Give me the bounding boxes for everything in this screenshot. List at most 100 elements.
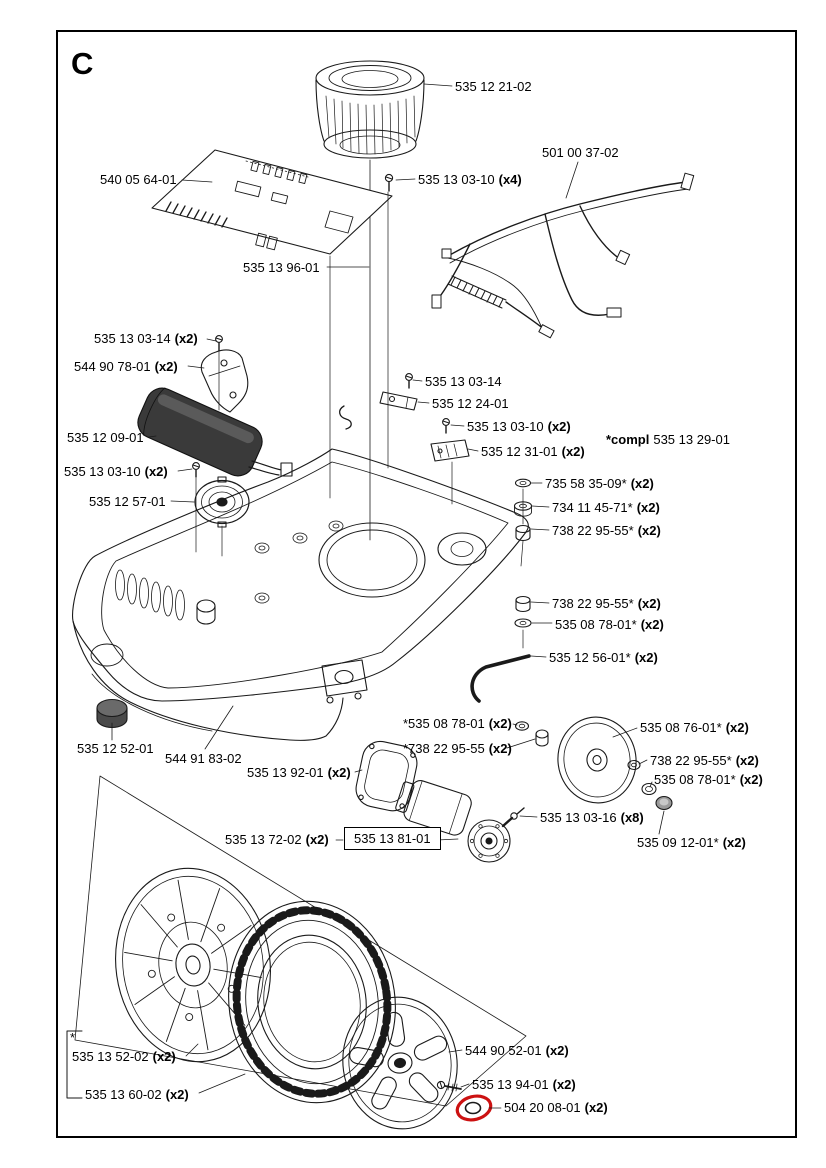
part-label: 535 08 78-01*(x2): [555, 617, 664, 632]
part-number: 535 13 29-01: [653, 432, 730, 447]
footnote-bracket: [66, 1030, 83, 1099]
drum-illustration: [315, 60, 425, 541]
part-number: 535 13 03-10: [64, 464, 141, 479]
idler-wheel-illustration: [514, 716, 673, 811]
part-label: 535 12 21-02: [455, 79, 532, 94]
part-label: 738 22 95-55*(x2): [552, 596, 661, 611]
part-number: 501 00 37-02: [542, 145, 619, 160]
part-number: 535 13 60-02: [85, 1087, 162, 1102]
part-number: 544 90 78-01: [74, 359, 151, 374]
screw-icons: [192, 173, 525, 1092]
part-label: *738 22 95-55(x2): [403, 741, 512, 756]
motor-illustration: [395, 780, 514, 863]
o-ring-illustration: [464, 1101, 482, 1115]
part-number: 544 90 52-01: [465, 1043, 542, 1058]
part-label: 535 13 96-01: [243, 260, 320, 275]
part-label: *535 08 78-01(x2): [403, 716, 512, 731]
part-number: 535 12 57-01: [89, 494, 166, 509]
part-quantity: (x2): [640, 617, 664, 632]
part-quantity: (x2): [630, 476, 654, 491]
part-quantity: (x2): [637, 596, 661, 611]
part-label: 540 05 64-01: [100, 172, 177, 187]
part-number: *535 08 78-01: [403, 716, 485, 731]
part-label: 535 13 94-01(x2): [472, 1077, 576, 1092]
part-quantity: (x2): [305, 832, 329, 847]
part-label: 738 22 95-55*(x2): [650, 753, 759, 768]
part-label: 535 13 72-02(x2): [225, 832, 329, 847]
page-border-frame: [56, 30, 797, 1138]
part-quantity: (x2): [152, 1049, 176, 1064]
part-number: 738 22 95-55*: [552, 596, 634, 611]
part-label: 535 12 31-01(x2): [481, 444, 585, 459]
part-label: 544 90 52-01(x2): [465, 1043, 569, 1058]
chassis-illustration: [71, 448, 529, 741]
part-number: 535 13 52-02: [72, 1049, 149, 1064]
part-quantity: (x2): [561, 444, 585, 459]
part-quantity: (x2): [637, 523, 661, 538]
section-letter: C: [71, 46, 94, 81]
part-number: 535 08 76-01*: [640, 720, 722, 735]
part-quantity: (x2): [636, 500, 660, 515]
part-quantity: (x2): [735, 753, 759, 768]
part-label: 535 12 56-01*(x2): [549, 650, 658, 665]
part-quantity: (x2): [144, 464, 168, 479]
part-label: 501 00 37-02: [542, 145, 619, 160]
circuit-board-illustration: [151, 149, 393, 255]
part-quantity: (x8): [620, 810, 644, 825]
part-quantity: (x2): [327, 765, 351, 780]
part-quantity: (x2): [547, 419, 571, 434]
clip-and-plate-illustration: [339, 391, 470, 462]
part-quantity: (x2): [154, 359, 178, 374]
part-number: 535 13 92-01: [247, 765, 324, 780]
part-quantity: (x2): [552, 1077, 576, 1092]
part-label: 535 13 03-14(x2): [94, 331, 198, 346]
part-label: 535 13 60-02(x2): [85, 1087, 189, 1102]
part-quantity: (x2): [634, 650, 658, 665]
part-label: 535 13 52-02(x2): [72, 1049, 176, 1064]
part-number: 738 22 95-55*: [552, 523, 634, 538]
part-label: 535 08 78-01*(x2): [654, 772, 763, 787]
part-number: 535 13 81-01: [354, 831, 431, 846]
part-quantity: (x2): [584, 1100, 608, 1115]
part-quantity: (x2): [739, 772, 763, 787]
part-label: 734 11 45-71*(x2): [552, 500, 660, 515]
bracket-illustration: [200, 349, 249, 413]
washer-stack-illustration: [513, 478, 533, 628]
part-label: 535 13 03-10(x2): [467, 419, 571, 434]
part-label: 738 22 95-55*(x2): [552, 523, 661, 538]
tire-illustration: [228, 900, 396, 1104]
part-number: 535 13 94-01: [472, 1077, 549, 1092]
part-number: *: [70, 1030, 76, 1045]
speaker-illustration: [194, 476, 250, 528]
part-number: 535 12 56-01*: [549, 650, 631, 665]
leader-lines: [111, 83, 665, 1109]
cap-illustration: [96, 698, 128, 729]
part-number: 535 12 21-02: [455, 79, 532, 94]
part-number: 535 08 78-01*: [654, 772, 736, 787]
part-label: 535 13 03-14: [425, 374, 502, 389]
highlight-annotation-circle: [455, 1094, 493, 1122]
part-number: 535 08 78-01*: [555, 617, 637, 632]
part-number: 504 20 08-01: [504, 1100, 581, 1115]
part-label: 535 12 52-01: [77, 741, 154, 756]
part-quantity: (x2): [174, 331, 198, 346]
part-number: 535 13 03-14: [425, 374, 502, 389]
wheel-rim-illustration: [115, 867, 271, 1063]
part-quantity: (x2): [722, 835, 746, 850]
part-label: 535 12 24-01: [432, 396, 509, 411]
part-label: 504 20 08-01(x2): [504, 1100, 608, 1115]
part-number: 738 22 95-55*: [650, 753, 732, 768]
part-label: 535 13 03-10(x4): [418, 172, 522, 187]
part-number: 535 13 96-01: [243, 260, 320, 275]
battery-illustration: [137, 387, 293, 477]
part-number: 535 13 03-10: [418, 172, 495, 187]
part-number: 535 09 12-01*: [637, 835, 719, 850]
part-quantity: (x2): [488, 716, 512, 731]
part-number: 535 13 03-14: [94, 331, 171, 346]
part-quantity: (x2): [725, 720, 749, 735]
part-number: 535 12 31-01: [481, 444, 558, 459]
part-label: 535 12 09-01: [67, 430, 144, 445]
part-quantity: (x2): [488, 741, 512, 756]
